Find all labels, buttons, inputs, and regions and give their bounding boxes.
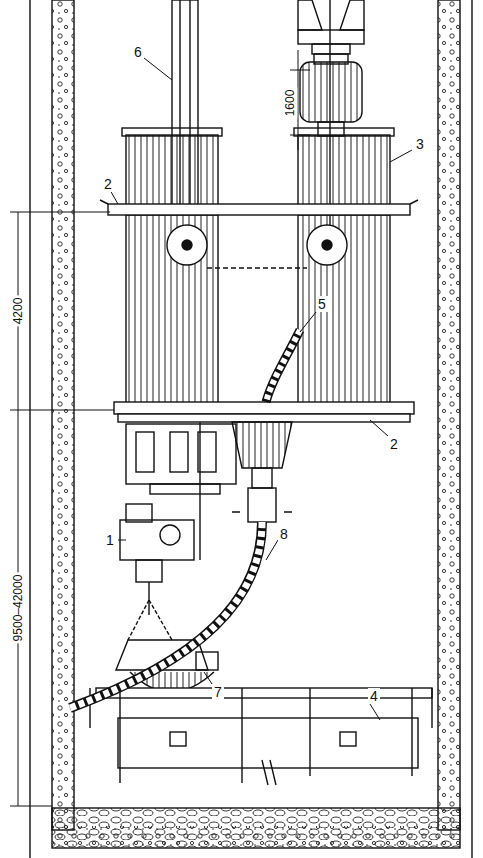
callout-number: 2 <box>388 436 400 452</box>
callout-number: 8 <box>278 526 290 542</box>
callout-number: 7 <box>212 684 224 700</box>
dimension-label: 4200 <box>11 296 25 327</box>
callout-number: 5 <box>316 296 328 312</box>
callout-number: 1 <box>104 532 116 548</box>
callout-number: 2 <box>102 176 114 192</box>
callout-number: 4 <box>368 688 380 704</box>
dimension-label: 1600 <box>283 88 297 119</box>
callout-number: 3 <box>414 136 426 152</box>
dimension-label: 9500–42000 <box>11 573 25 644</box>
callout-number: 6 <box>132 44 144 60</box>
